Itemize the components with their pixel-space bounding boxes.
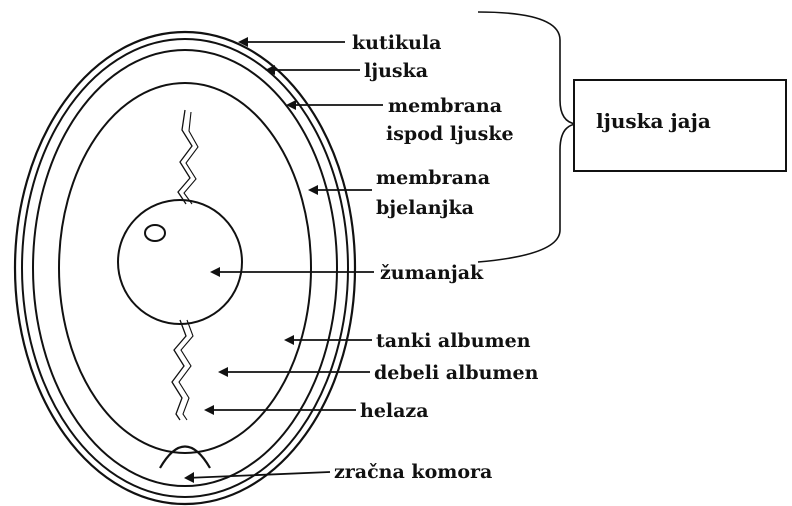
label-chalaza: helaza <box>360 400 429 422</box>
label-albumen-membrane-line1: membrana <box>376 167 490 189</box>
arrow-thin-albumen <box>284 335 294 345</box>
shell-outline <box>22 39 348 497</box>
label-thin-albumen: tanki albumen <box>376 330 531 352</box>
thin-albumen-outline <box>59 83 311 453</box>
arrow-yolk <box>210 267 220 277</box>
shell-membrane-outline <box>33 50 337 486</box>
label-air-cell: zračna komora <box>334 461 492 483</box>
label-eggshell-group: ljuska jaja <box>596 109 711 133</box>
label-shell-membrane-line1: membrana <box>388 95 502 117</box>
arrow-chalaza <box>204 405 214 415</box>
arrow-air-cell <box>184 472 194 483</box>
chalaza-bottom <box>172 320 186 420</box>
cuticle-outline <box>15 32 355 504</box>
arrow-albumen-membrane <box>308 185 318 195</box>
germinal-disc <box>145 225 165 241</box>
chalaza-top-2 <box>184 112 198 204</box>
air-cell <box>160 447 210 469</box>
label-shell-membrane-line2: ispod ljuske <box>386 123 514 145</box>
label-cuticle: kutikula <box>352 32 441 54</box>
yolk <box>118 200 242 324</box>
arrow-thick-albumen <box>218 367 228 377</box>
egg <box>15 32 355 504</box>
leader-lines <box>184 37 383 483</box>
label-shell: ljuska <box>364 60 428 82</box>
label-thick-albumen: debeli albumen <box>374 362 539 384</box>
label-yolk: žumanjak <box>380 262 484 284</box>
label-albumen-membrane-line2: bjelanjka <box>376 197 474 219</box>
